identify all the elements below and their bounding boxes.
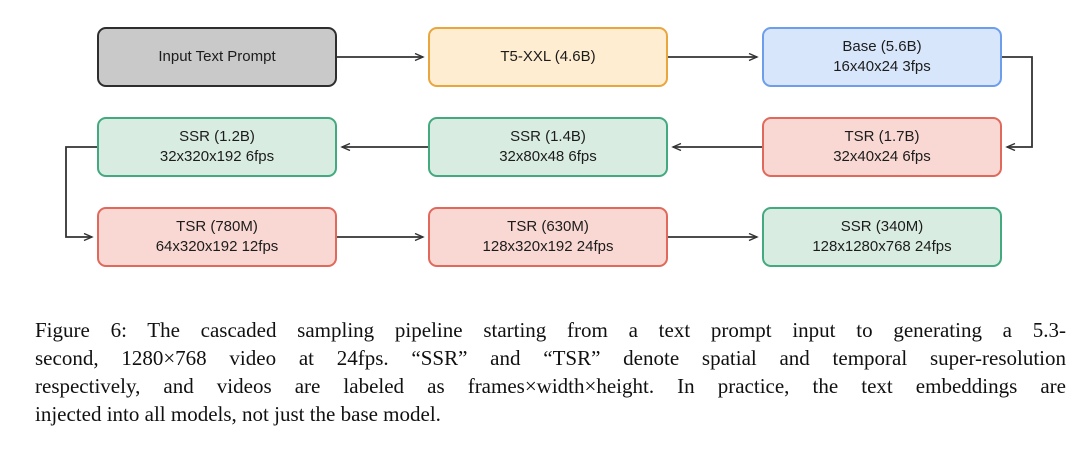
- node-tsr-1-7b: TSR (1.7B) 32x40x24 6fps: [762, 117, 1002, 177]
- arrow-ssr12-to-tsr780: [65, 146, 97, 237]
- node-subtitle: 64x320x192 12fps: [155, 238, 279, 255]
- caption-line: injected into all models, not just the b…: [35, 402, 441, 426]
- node-title: TSR (1.7B): [844, 128, 920, 145]
- node-subtitle: 32x40x24 6fps: [833, 148, 931, 165]
- arrow-base-to-tsr17: [1001, 56, 1033, 147]
- node-input-text-prompt: Input Text Prompt: [97, 27, 337, 87]
- caption-line: Figure 6: The cascaded sampling pipeline…: [35, 318, 1066, 342]
- node-t5-xxl: T5-XXL (4.6B): [428, 27, 668, 87]
- node-ssr-340m: SSR (340M) 128x1280x768 24fps: [762, 207, 1002, 267]
- caption-line: second, 1280×768 video at 24fps. “SSR” a…: [35, 346, 1066, 370]
- node-tsr-630m: TSR (630M) 128x320x192 24fps: [428, 207, 668, 267]
- node-subtitle: 32x80x48 6fps: [499, 148, 597, 165]
- node-title: SSR (1.4B): [510, 128, 586, 145]
- node-title: Input Text Prompt: [158, 48, 276, 65]
- node-title: TSR (630M): [507, 218, 589, 235]
- pipeline-diagram: Input Text Prompt T5-XXL (4.6B) Base (5.…: [65, 0, 1033, 300]
- node-title: T5-XXL (4.6B): [500, 48, 596, 65]
- node-title: TSR (780M): [176, 218, 258, 235]
- node-tsr-780m: TSR (780M) 64x320x192 12fps: [97, 207, 337, 267]
- node-base: Base (5.6B) 16x40x24 3fps: [762, 27, 1002, 87]
- node-ssr-1-2b: SSR (1.2B) 32x320x192 6fps: [97, 117, 337, 177]
- node-title: Base (5.6B): [842, 38, 922, 55]
- node-subtitle: 128x320x192 24fps: [482, 238, 614, 255]
- node-subtitle: 128x1280x768 24fps: [812, 238, 952, 255]
- node-title: SSR (340M): [840, 218, 924, 235]
- node-subtitle: 16x40x24 3fps: [833, 58, 931, 75]
- node-title: SSR (1.2B): [179, 128, 255, 145]
- arrows-layer: [65, 0, 1033, 300]
- figure-caption: Figure 6: The cascaded sampling pipeline…: [35, 316, 1066, 428]
- node-ssr-1-4b: SSR (1.4B) 32x80x48 6fps: [428, 117, 668, 177]
- caption-line: respectively, and videos are labeled as …: [35, 374, 1066, 398]
- node-subtitle: 32x320x192 6fps: [159, 148, 275, 165]
